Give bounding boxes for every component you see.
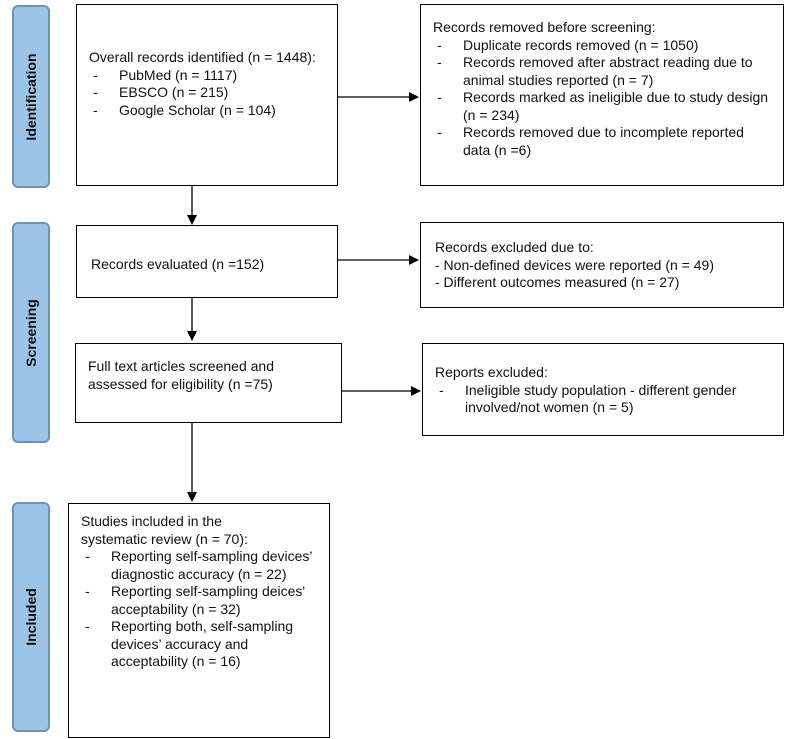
studies-included-list: Reporting self-sampling devices’ diagnos… [81,548,321,671]
records-identified-box: Overall records identified (n = 1448): P… [76,4,338,186]
list-item: - Different outcomes measured (n = 27) [435,274,680,290]
records-excluded-box: Records excluded due to: - Non-defined d… [420,222,784,308]
list-item: Duplicate records removed (n = 1050) [433,37,773,55]
reports-excluded-box: Reports excluded: Ineligible study popul… [422,343,784,436]
list-item: Reporting self-sampling devices’ diagnos… [81,548,321,583]
phase-screening: Screening [12,222,50,443]
fulltext-box: Full text articles screened and assessed… [75,343,342,423]
records-identified-title: Overall records identified (n = 1448): [89,49,316,65]
list-item: Ineligible study population - different … [435,382,773,417]
list-item: - Non-defined devices were reported (n =… [435,256,714,273]
reports-excluded-title: Reports excluded: [435,364,548,380]
phase-identification: Identification [12,5,50,188]
records-identified-list: PubMed (n = 1117) EBSCO (n = 215) Google… [89,67,327,120]
list-item: PubMed (n = 1117) [89,67,327,85]
phase-included: Included [12,502,50,732]
list-item: Records marked as ineligible due to stud… [433,89,773,124]
list-item: Google Scholar (n = 104) [89,102,327,120]
records-removed-title: Records removed before screening: [433,19,656,35]
list-item: Reporting both, self-sampling devices’ a… [81,618,321,671]
records-excluded-title: Records excluded due to: [435,239,594,255]
records-removed-list: Duplicate records removed (n = 1050) Rec… [433,37,773,160]
list-item: Records removed after abstract reading d… [433,54,773,89]
records-removed-box: Records removed before screening: Duplic… [420,4,784,186]
list-item: Reporting self-sampling deices' acceptab… [81,583,321,618]
fulltext-title: Full text articles screened and assessed… [88,358,274,392]
reports-excluded-list: Ineligible study population - different … [435,382,773,417]
records-evaluated-box: Records evaluated (n =152) [76,225,338,298]
studies-included-box: Studies included in the systematic revie… [68,503,330,738]
records-evaluated-title: Records evaluated (n =152) [91,256,265,272]
records-excluded-list: - Non-defined devices were reported (n =… [435,257,773,292]
list-item: Records removed due to incomplete report… [433,124,773,159]
studies-included-title: Studies included in the systematic revie… [81,513,248,547]
list-item: EBSCO (n = 215) [89,84,327,102]
